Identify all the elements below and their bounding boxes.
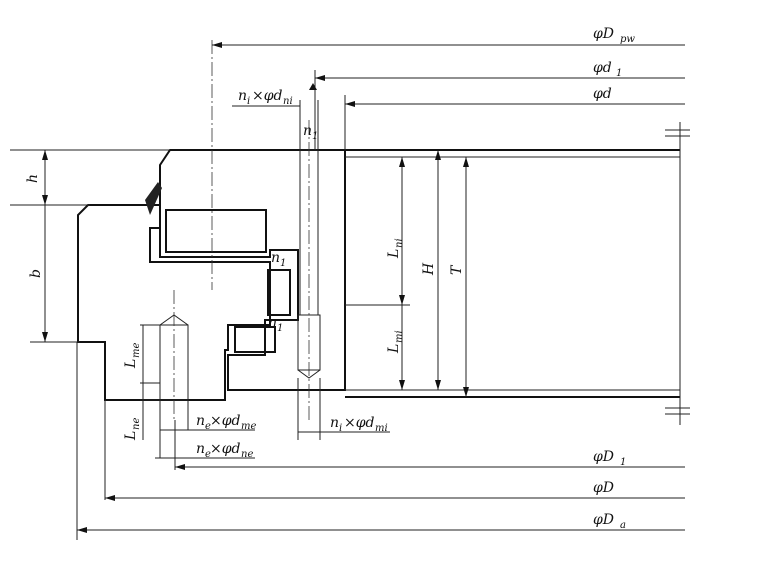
- svg-text:L: L: [386, 249, 402, 259]
- svg-text:mi: mi: [375, 423, 388, 434]
- main-roller: [165, 209, 267, 253]
- svg-text:T: T: [449, 264, 465, 275]
- label-Lni: Lni: [386, 238, 405, 259]
- radial-roller: [267, 269, 291, 316]
- svg-text:φD: φD: [593, 449, 614, 465]
- svg-text:i: i: [247, 96, 250, 107]
- svg-text:φd: φd: [593, 60, 612, 76]
- label-H: H: [421, 262, 437, 276]
- svg-text:n: n: [196, 413, 205, 429]
- svg-text:ne: ne: [131, 418, 142, 430]
- svg-text:1: 1: [312, 131, 318, 142]
- label-Lne: Lne: [123, 418, 142, 441]
- label-Dpw: φD pw: [593, 26, 635, 45]
- svg-text:×φd: ×φd: [252, 88, 283, 104]
- label-Lmi: Lmi: [386, 330, 405, 354]
- label-h: h: [25, 174, 41, 183]
- svg-text:L: L: [123, 431, 139, 441]
- svg-text:e: e: [205, 449, 211, 460]
- svg-text:ne: ne: [241, 449, 253, 460]
- svg-text:n: n: [238, 88, 247, 104]
- svg-text:×φd: ×φd: [210, 413, 241, 429]
- svg-text:n: n: [271, 250, 280, 266]
- seal: [145, 182, 162, 215]
- svg-text:pw: pw: [620, 34, 635, 45]
- svg-text:ni: ni: [394, 238, 405, 248]
- svg-text:ni: ni: [283, 96, 293, 107]
- svg-text:×φd: ×φd: [344, 415, 375, 431]
- label-Lme: Lme: [123, 343, 142, 369]
- label-Da: φD a: [593, 512, 626, 531]
- svg-text:n: n: [303, 123, 312, 139]
- svg-text:1: 1: [616, 68, 622, 79]
- svg-text:me: me: [241, 421, 256, 432]
- svg-text:n: n: [268, 315, 277, 331]
- svg-text:L: L: [123, 359, 139, 369]
- label-D1: φD 1: [593, 449, 626, 468]
- svg-text:n: n: [330, 415, 339, 431]
- svg-text:1: 1: [280, 258, 286, 269]
- svg-text:b: b: [28, 269, 44, 278]
- svg-text:H: H: [421, 262, 437, 276]
- svg-text:mi: mi: [394, 330, 405, 343]
- svg-text:φD: φD: [593, 512, 614, 528]
- svg-text:e: e: [205, 421, 211, 432]
- label-d1: φd 1: [593, 60, 622, 79]
- svg-text:φD: φD: [593, 26, 614, 42]
- label-D: φD: [593, 480, 614, 496]
- outer-ring-section: [77, 204, 271, 401]
- svg-text:φd: φd: [593, 86, 612, 102]
- svg-text:×φd: ×φd: [210, 441, 241, 457]
- lower-roller: [234, 326, 276, 353]
- svg-text:me: me: [131, 343, 142, 358]
- svg-text:L: L: [386, 344, 402, 354]
- inner-ring-section: [159, 149, 346, 391]
- svg-text:1: 1: [277, 323, 283, 334]
- svg-text:h: h: [25, 174, 41, 183]
- label-b: b: [28, 269, 44, 278]
- svg-text:i: i: [339, 423, 342, 434]
- svg-text:φD: φD: [593, 480, 614, 496]
- label-d: φd: [593, 86, 612, 102]
- svg-text:n: n: [196, 441, 205, 457]
- svg-text:a: a: [620, 520, 626, 531]
- svg-text:1: 1: [620, 457, 626, 468]
- label-T: T: [449, 264, 465, 275]
